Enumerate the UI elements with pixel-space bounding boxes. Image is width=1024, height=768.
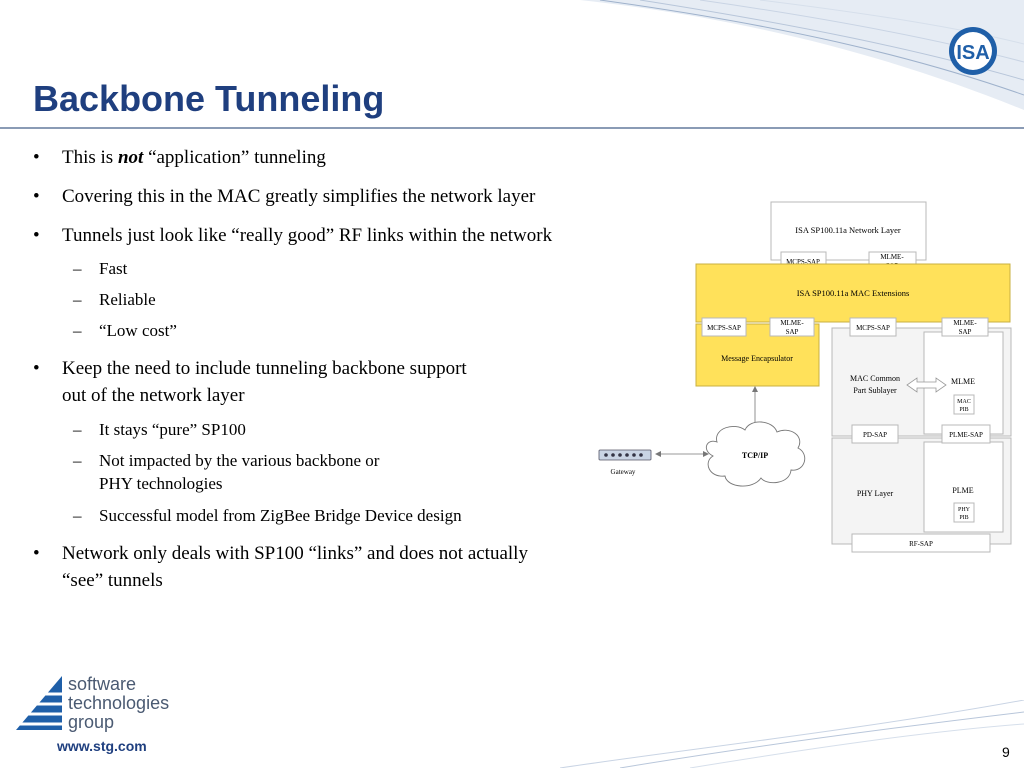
mac-pib-box bbox=[953, 394, 975, 415]
gateway-label: Gateway bbox=[611, 468, 636, 476]
stg-url: www.stg.com bbox=[57, 738, 147, 754]
network-layer-label: ISA SP100.11a Network Layer bbox=[795, 225, 901, 235]
svg-text:SAP: SAP bbox=[959, 328, 972, 336]
isa-logo: ISA bbox=[949, 27, 997, 75]
svg-text:PIB: PIB bbox=[959, 515, 968, 521]
title-divider bbox=[0, 127, 1024, 129]
mcps-sap-top-label: MCPS-SAP bbox=[786, 258, 820, 266]
stg-logo-line2: technologies bbox=[68, 693, 169, 713]
mlme-label: MLME bbox=[951, 377, 975, 386]
stg-logo-line1: software bbox=[68, 674, 136, 694]
gateway-icon bbox=[598, 449, 652, 461]
isa-logo-text: ISA bbox=[956, 42, 989, 64]
footer-wave-decoration bbox=[560, 700, 1024, 768]
mac-extensions-label: ISA SP100.11a MAC Extensions bbox=[797, 288, 910, 298]
plme-sap-label: PLME-SAP bbox=[949, 431, 983, 439]
svg-text:SAP: SAP bbox=[786, 328, 799, 336]
stg-logo-line3: group bbox=[68, 712, 114, 732]
svg-text:PHY: PHY bbox=[958, 507, 971, 513]
mac-common-label: MAC Common bbox=[850, 374, 900, 383]
bullet-1-suffix: “application” tunneling bbox=[143, 147, 326, 168]
phy-pib-box bbox=[953, 502, 975, 523]
rf-sap-box bbox=[851, 533, 991, 553]
double-arrow-icon bbox=[906, 377, 947, 393]
tcp-ip-cloud bbox=[705, 421, 806, 487]
plme-label: PLME bbox=[952, 486, 973, 495]
network-layer-box bbox=[770, 201, 927, 261]
message-encapsulator-label: Message Encapsulator bbox=[721, 354, 793, 363]
rf-sap-label: RF-SAP bbox=[909, 540, 933, 548]
svg-text:MLME-: MLME- bbox=[880, 253, 904, 261]
slide-title: Backbone Tunneling bbox=[33, 78, 385, 119]
mac-extensions-box bbox=[695, 263, 1011, 323]
bullet-1-prefix: This is bbox=[62, 147, 118, 168]
phy-layer-label: PHY Layer bbox=[857, 489, 894, 498]
svg-text:MLME-: MLME- bbox=[953, 319, 977, 327]
tcp-ip-label: TCP/IP bbox=[742, 451, 768, 460]
svg-text:MLME-: MLME- bbox=[780, 319, 804, 327]
page-number: 9 bbox=[1002, 744, 1010, 760]
svg-text:MCPS-SAP: MCPS-SAP bbox=[856, 324, 890, 332]
mac-architecture-diagram: ISA SP100.11a Network Layer MCPS-SAP MLM… bbox=[598, 201, 1012, 553]
svg-text:Part Sublayer: Part Sublayer bbox=[853, 386, 897, 395]
svg-text:MAC: MAC bbox=[957, 399, 971, 405]
bullet-1-emphasis: not bbox=[117, 147, 144, 168]
pd-sap-label: PD-SAP bbox=[863, 431, 887, 439]
svg-text:PIB: PIB bbox=[959, 407, 968, 413]
stg-logo: software technologies group bbox=[8, 674, 169, 732]
svg-text:MCPS-SAP: MCPS-SAP bbox=[707, 324, 741, 332]
